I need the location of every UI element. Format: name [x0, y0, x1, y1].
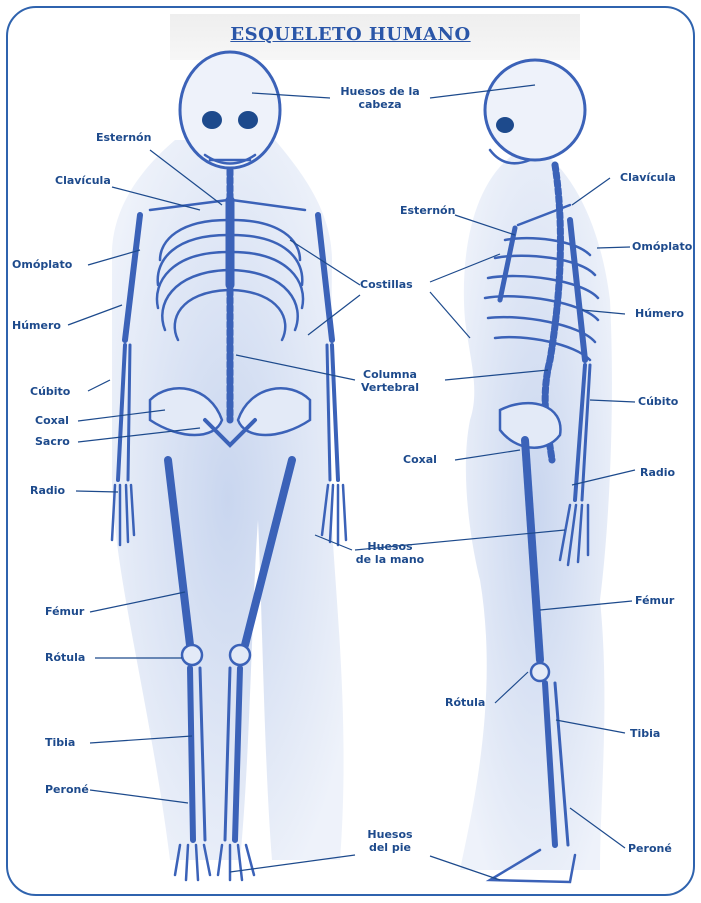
label-huesos-cabeza: Huesos de la cabeza: [330, 85, 430, 111]
label-perone-front: Peroné: [45, 783, 89, 796]
label-cubito-side: Cúbito: [638, 395, 678, 408]
label-esternon-front: Esternón: [96, 131, 151, 144]
label-mano-line1: Huesos: [350, 540, 430, 553]
side-skeleton: [460, 60, 612, 882]
label-huesos-mano: Huesos de la mano: [350, 540, 430, 566]
label-coxal-front: Coxal: [35, 414, 69, 427]
label-clavicula-side: Clavícula: [620, 171, 676, 184]
label-femur-side: Fémur: [635, 594, 674, 607]
label-radio-front: Radio: [30, 484, 65, 497]
label-rotula-side: Rótula: [445, 696, 485, 709]
label-esternon-side: Esternón: [400, 204, 455, 217]
label-coxal-side: Coxal: [403, 453, 437, 466]
label-tibia-side: Tibia: [630, 727, 660, 740]
label-rotula-front: Rótula: [45, 651, 85, 664]
label-huesos-pie: Huesos del pie: [350, 828, 430, 854]
label-omoplato-front: Omóplato: [12, 258, 72, 271]
label-radio-side: Radio: [640, 466, 675, 479]
label-sacro: Sacro: [35, 435, 70, 448]
label-mano-line2: de la mano: [350, 553, 430, 566]
label-perone-side: Peroné: [628, 842, 672, 855]
label-columna-vertebral: Columna Vertebral: [350, 368, 430, 394]
label-pie-line1: Huesos: [350, 828, 430, 841]
label-humero-side: Húmero: [635, 307, 684, 320]
label-huesos-cabeza-line1: Huesos de la: [330, 85, 430, 98]
label-cubito-front: Cúbito: [30, 385, 70, 398]
label-omoplato-side: Omóplato: [632, 240, 692, 253]
label-humero-front: Húmero: [12, 319, 61, 332]
label-columna-line2: Vertebral: [350, 381, 430, 394]
label-columna-line1: Columna: [350, 368, 430, 381]
label-clavicula-front: Clavícula: [55, 174, 111, 187]
label-pie-line2: del pie: [350, 841, 430, 854]
label-tibia-front: Tibia: [45, 736, 75, 749]
label-femur-front: Fémur: [45, 605, 84, 618]
label-huesos-cabeza-line2: cabeza: [330, 98, 430, 111]
label-costillas: Costillas: [360, 278, 413, 291]
front-skeleton: [112, 52, 346, 880]
